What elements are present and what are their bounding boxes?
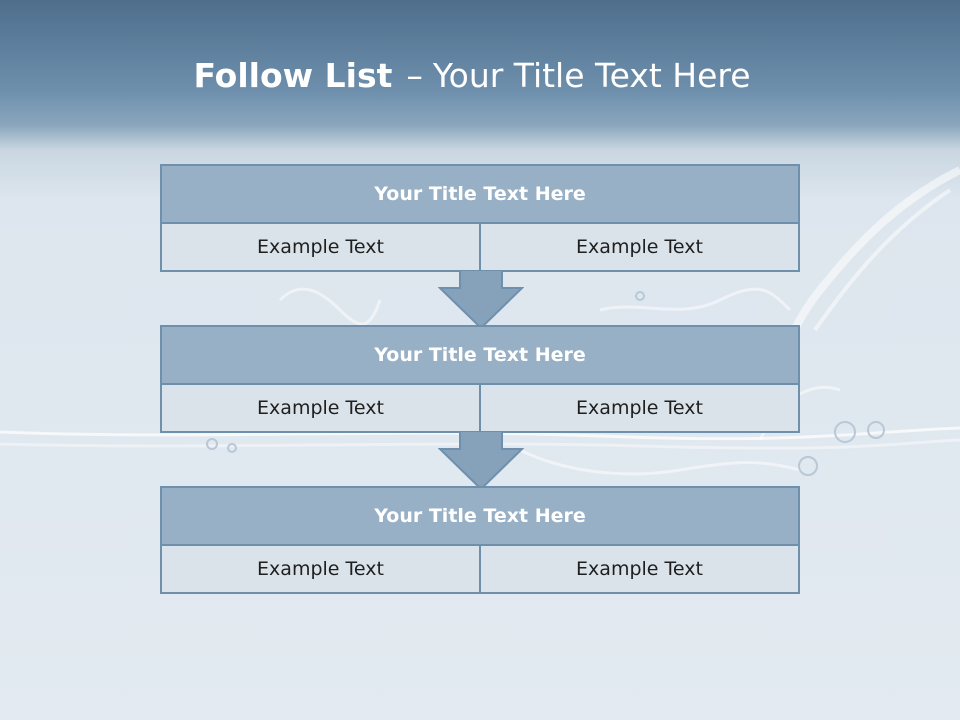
title-rest: Your Title Text Here bbox=[432, 56, 751, 95]
step-title: Your Title Text Here bbox=[162, 488, 798, 546]
down-arrow-icon bbox=[438, 431, 524, 491]
title-bold: Follow List bbox=[193, 56, 393, 95]
step-block-3: Your Title Text Here Example Text Exampl… bbox=[160, 486, 800, 594]
step-row: Example Text Example Text bbox=[162, 385, 798, 431]
slide-title: Follow List–Your Title Text Here bbox=[0, 56, 944, 95]
step-left-cell: Example Text bbox=[257, 558, 384, 580]
step-left-cell: Example Text bbox=[257, 236, 384, 258]
step-row: Example Text Example Text bbox=[162, 224, 798, 270]
step-title: Your Title Text Here bbox=[162, 327, 798, 385]
step-block-2: Your Title Text Here Example Text Exampl… bbox=[160, 325, 800, 433]
step-right-cell: Example Text bbox=[479, 546, 798, 592]
step-right-cell: Example Text bbox=[479, 224, 798, 270]
title-separator: – bbox=[406, 56, 423, 95]
down-arrow-icon bbox=[438, 270, 524, 330]
step-title: Your Title Text Here bbox=[162, 166, 798, 224]
step-right-cell: Example Text bbox=[479, 385, 798, 431]
step-row: Example Text Example Text bbox=[162, 546, 798, 592]
step-block-1: Your Title Text Here Example Text Exampl… bbox=[160, 164, 800, 272]
step-left-cell: Example Text bbox=[257, 397, 384, 419]
